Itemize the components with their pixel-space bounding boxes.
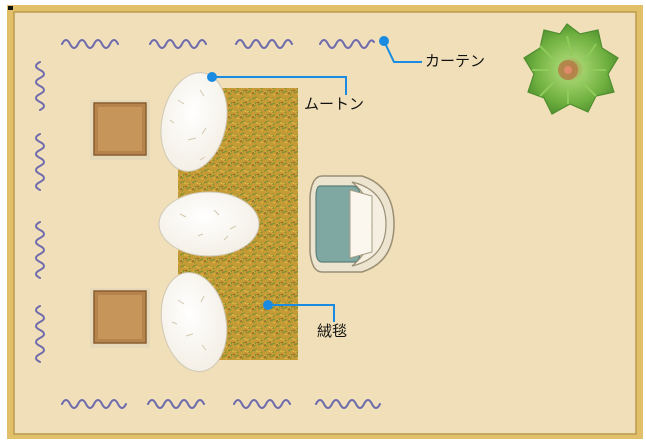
stool-top — [90, 100, 150, 160]
callouts — [207, 36, 422, 322]
plant-icon — [523, 23, 619, 115]
label-curtain: カーテン — [425, 52, 486, 70]
curtain-left — [35, 61, 45, 363]
curtain-top — [61, 39, 375, 49]
mouton-icon — [158, 72, 260, 373]
curtain-icon — [35, 39, 381, 409]
mouton-bottom — [160, 271, 228, 373]
callout-mouton — [207, 72, 347, 95]
callout-rug — [263, 300, 335, 322]
stool-bottom — [90, 288, 150, 348]
label-rug: 絨毯 — [317, 322, 348, 340]
mouton-middle — [158, 191, 260, 257]
stool-icon — [90, 100, 150, 348]
curtain-bottom — [61, 399, 381, 409]
mouton-top — [160, 72, 228, 172]
armchair-icon — [309, 175, 395, 273]
callout-curtain — [379, 36, 422, 63]
label-mouton: ムートン — [304, 95, 365, 113]
